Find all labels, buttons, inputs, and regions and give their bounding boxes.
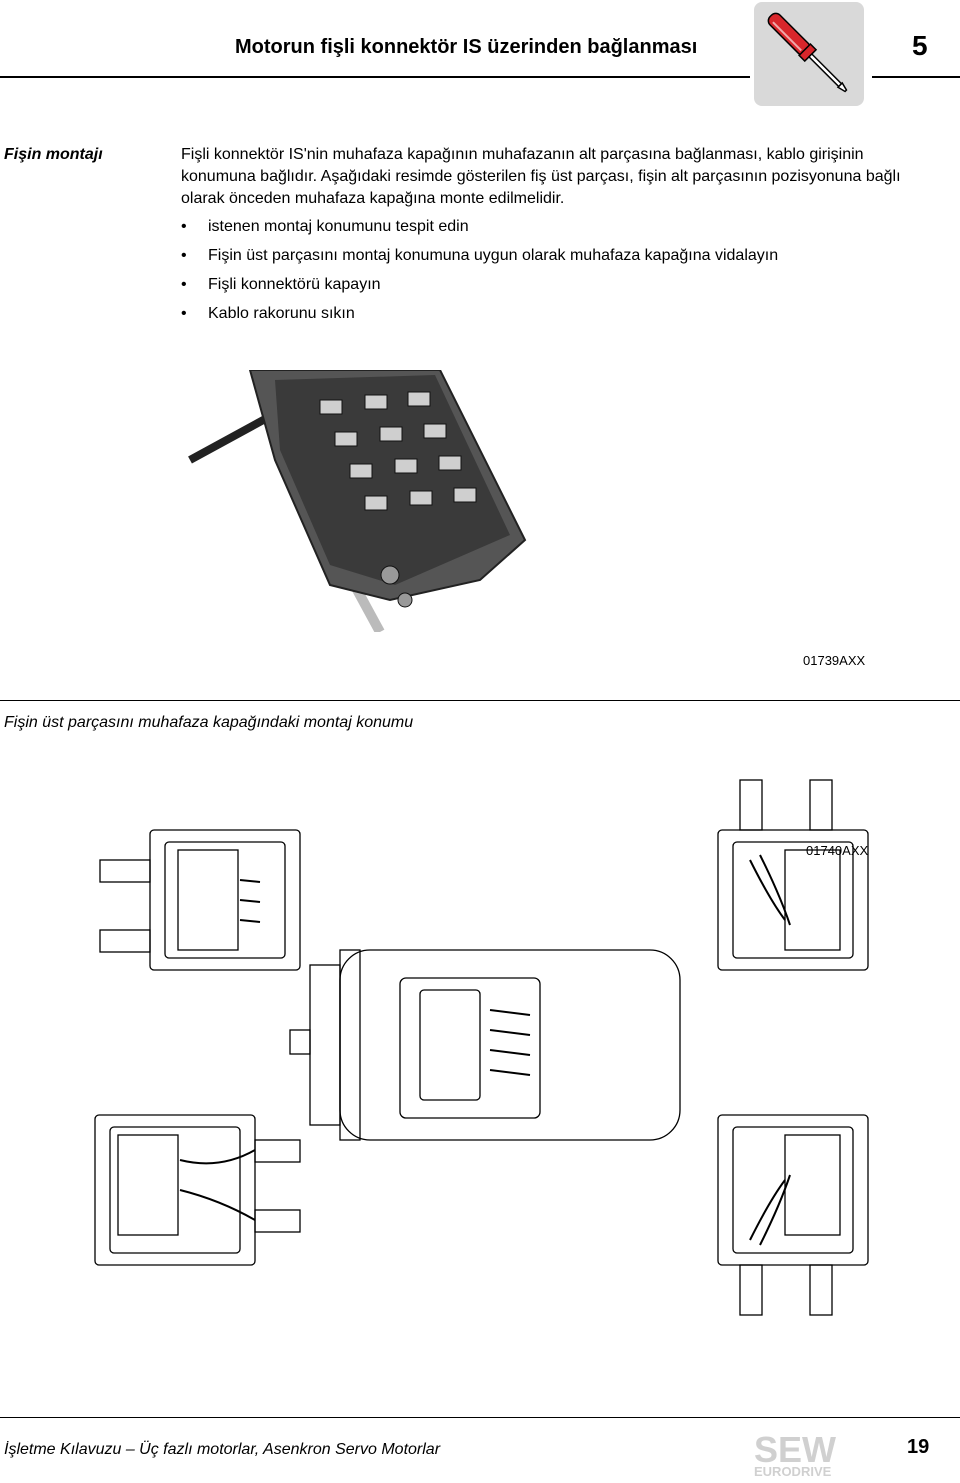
list-item: Fişin üst parçasını montaj konumuna uygu… [181, 245, 778, 274]
list-item: Fişli konnektörü kapayın [181, 274, 778, 303]
section-heading: Fişin montajı [4, 146, 103, 163]
intro-paragraph: Fişli konnektör IS'nin muhafaza kapağını… [181, 146, 901, 207]
figure-caption: Fişin üst parçasını muhafaza kapağındaki… [4, 714, 414, 731]
mounting-positions-drawing [90, 770, 890, 1395]
chapter-divider [872, 76, 960, 78]
connector-photo [180, 369, 550, 635]
footer-divider [0, 1417, 960, 1418]
page-title: Motorun fişli konnektör IS üzerinden bağ… [235, 36, 698, 58]
figure-code: 01739AXX [803, 653, 866, 668]
screwdriver-icon [767, 12, 848, 93]
figure-code: 01740AXX [806, 843, 869, 858]
logo-sub-text: EURODRIVE [754, 1464, 832, 1478]
list-item: Kablo rakorunu sıkın [181, 303, 778, 332]
sew-eurodrive-logo: SEW EURODRIVE [750, 1428, 860, 1479]
step-list: istenen montaj konumunu tespit edin Fişi… [181, 216, 778, 332]
list-item: istenen montaj konumunu tespit edin [181, 216, 778, 245]
page-number: 19 [907, 1436, 930, 1458]
chapter-tab [754, 2, 864, 106]
footer-text: İşletme Kılavuzu – Üç fazlı motorlar, As… [4, 1441, 441, 1458]
header-divider [0, 76, 750, 78]
chapter-number: 5 [912, 30, 928, 61]
section-divider [0, 700, 960, 701]
logo-main-text: SEW [754, 1429, 836, 1470]
